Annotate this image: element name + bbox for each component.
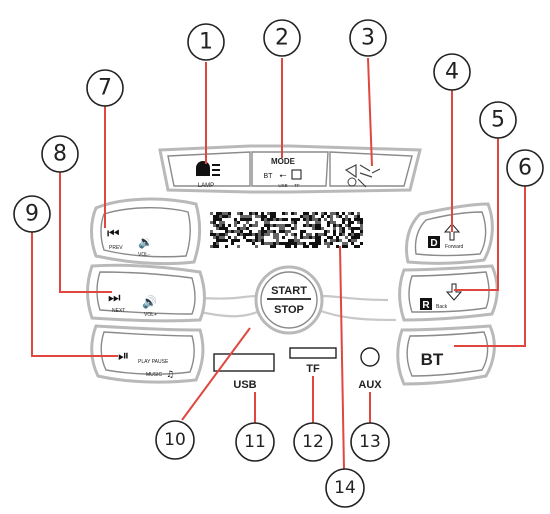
lamp-beam-icon: [212, 164, 220, 166]
forward-letter: D: [430, 238, 437, 249]
lamp-button[interactable]: LAMP: [196, 161, 220, 189]
vol-minus-label: VOL-: [138, 252, 150, 258]
prev-track-icon: ⏮: [107, 226, 120, 242]
callout-12: 12: [293, 422, 333, 462]
callout-13: 13: [350, 422, 390, 462]
leader-lines: [31, 57, 526, 471]
volume-down-icon: 🔉: [138, 235, 153, 249]
next-vol-plus-button[interactable]: ⏭ NEXT 🔊 VOL+: [86, 263, 206, 323]
svg-text:7: 7: [98, 76, 112, 101]
callout-6: 6: [506, 149, 544, 187]
mode-button[interactable]: MODE BT ⭠ USB TF: [264, 157, 302, 188]
forward-button[interactable]: D Forward: [405, 202, 494, 265]
callout-8: 8: [41, 135, 79, 173]
svg-text:4: 4: [445, 60, 459, 85]
callout-3: 3: [349, 19, 387, 57]
leader-10: [181, 327, 251, 421]
callout-7: 7: [86, 69, 124, 107]
start-stop-button[interactable]: START STOP: [254, 265, 324, 335]
callout-5: 5: [479, 101, 517, 139]
back-letter: R: [422, 300, 430, 311]
play-pause-icon: ⏯: [118, 348, 129, 364]
bt-label: BT: [421, 350, 444, 369]
leader-8: [59, 172, 112, 293]
sd-card-icon: [291, 169, 302, 180]
aux-jack[interactable]: AUX: [358, 347, 382, 391]
display-screen: [210, 212, 363, 248]
sound-effect-icon: [357, 164, 381, 188]
start-label: START: [271, 285, 307, 297]
play-pause-label: PLAY PAUSE: [138, 359, 169, 365]
back-arrow-icon: [445, 283, 463, 301]
callout-4: 4: [433, 53, 471, 91]
right-connector-curve: [321, 294, 389, 302]
callout-11: 11: [235, 422, 275, 462]
callout-9: 9: [13, 195, 51, 233]
horn-ring-icon: [347, 177, 357, 187]
svg-text:8: 8: [53, 142, 67, 167]
tf-slot[interactable]: TF: [289, 347, 337, 375]
usb-port[interactable]: USB: [213, 353, 275, 391]
leader-14: [339, 245, 345, 471]
svg-text:10: 10: [164, 430, 186, 450]
next-track-icon: ⏭: [108, 290, 121, 306]
prev-label: PREV: [109, 245, 123, 251]
svg-text:1: 1: [199, 30, 213, 55]
vol-plus-label: VOL+: [144, 312, 157, 318]
lower-left-curve: [199, 309, 263, 318]
play-pause-music-button[interactable]: ⏯ PLAY PAUSE MUSIC ♫: [90, 324, 205, 384]
svg-text:12: 12: [302, 432, 324, 452]
leader-9: [31, 232, 118, 357]
svg-text:14: 14: [334, 478, 356, 498]
mode-bt-label: BT: [264, 173, 274, 180]
svg-text:3: 3: [361, 26, 375, 51]
svg-text:2: 2: [275, 26, 289, 51]
callouts: 1 2 3 4 5 6 7 8 9 10 11 12 13 14: [13, 19, 544, 508]
lamp-label: LAMP: [198, 183, 214, 189]
svg-text:9: 9: [25, 202, 39, 227]
forward-label: Forward: [445, 244, 464, 250]
leader-6: [454, 186, 526, 347]
lower-right-curve: [317, 308, 397, 322]
back-label: Back: [436, 304, 448, 310]
forward-letter-box: [428, 236, 440, 248]
leader-5: [454, 138, 499, 291]
back-button[interactable]: R Back: [398, 264, 499, 322]
bt-button[interactable]: BT: [396, 324, 496, 386]
usb-symbol-icon: ⭠: [279, 171, 286, 181]
usb-port-label: USB: [233, 379, 256, 391]
top-display-panel: [158, 144, 422, 194]
prev-vol-minus-button[interactable]: ⏮ PREV 🔉 VOL-: [90, 197, 202, 266]
tf-slot-label: TF: [306, 363, 320, 375]
callout-10: 10: [155, 420, 195, 460]
stop-label: STOP: [274, 304, 304, 316]
volume-up-icon: 🔊: [142, 294, 157, 309]
leader-3: [367, 57, 373, 167]
callout-1: 1: [187, 23, 225, 61]
back-letter-box: [420, 298, 432, 310]
horn-icon: [344, 164, 357, 179]
music-note-icon: ♫: [166, 370, 174, 380]
aux-jack-label: AUX: [358, 379, 382, 391]
callout-14: 14: [325, 468, 365, 508]
music-label: MUSIC: [146, 372, 163, 378]
next-label: NEXT: [112, 308, 125, 314]
left-connector-curve: [199, 294, 259, 300]
svg-text:13: 13: [359, 432, 381, 452]
left-button-cluster: ⏮ PREV 🔉 VOL- ⏭ NEXT 🔊 VOL+ ⏯ PLAY PAUSE…: [86, 197, 206, 384]
horn-button[interactable]: [344, 164, 381, 188]
svg-text:6: 6: [518, 156, 532, 181]
svg-text:5: 5: [491, 108, 505, 133]
callout-2: 2: [263, 19, 301, 57]
mode-label: MODE: [271, 157, 296, 166]
lamp-icon: [196, 161, 210, 176]
svg-text:11: 11: [244, 432, 266, 452]
mode-tf-label: TF: [294, 183, 300, 188]
mode-usb-label: USB: [278, 183, 287, 188]
right-button-cluster: D Forward R Back BT: [396, 202, 499, 386]
